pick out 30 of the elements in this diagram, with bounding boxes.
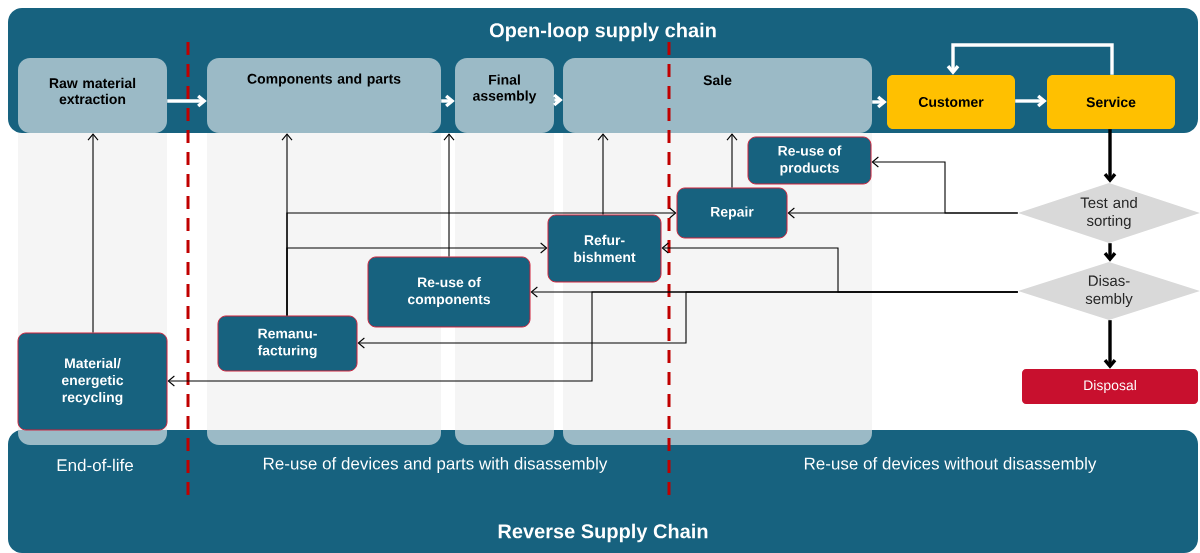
stage-label: End-of-life: [57, 458, 133, 472]
arrow: [1015, 94, 1047, 108]
arrow: [1103, 129, 1117, 183]
process-box: Service: [1047, 75, 1175, 129]
stage-tile: Components and parts: [207, 58, 441, 133]
process-box: Re-use of components: [367, 256, 531, 328]
arrow: [872, 95, 887, 109]
process-box: Remanu- facturing: [217, 315, 358, 372]
arrow: [1103, 320, 1117, 369]
arrow: [286, 242, 548, 317]
arrow: [167, 94, 207, 108]
arrow: [597, 133, 609, 216]
process-box: Repair: [676, 187, 788, 239]
stage-label: Re-use of devices without disassembly: [804, 457, 1097, 473]
arrow: [871, 156, 1019, 214]
stage-label: Re-use of devices and parts with disassembly: [263, 457, 608, 473]
arrow: [87, 133, 99, 334]
arrow: [1103, 243, 1117, 262]
arrow: [443, 133, 455, 258]
arrow: [167, 291, 1019, 387]
process-box: Material/ energetic recycling: [17, 332, 168, 431]
stage-tile: Sale: [563, 58, 872, 133]
stage-tile: Raw material extraction: [18, 58, 167, 133]
disposal-box: Disposal: [1022, 369, 1198, 404]
process-box: Refur- bishment: [547, 214, 662, 283]
arrow: [726, 133, 738, 189]
process-box: Re-use of products: [747, 136, 872, 185]
arrow: [946, 43, 1114, 75]
stage-tile: Final assembly: [455, 58, 554, 133]
process-box: Customer: [887, 75, 1015, 129]
